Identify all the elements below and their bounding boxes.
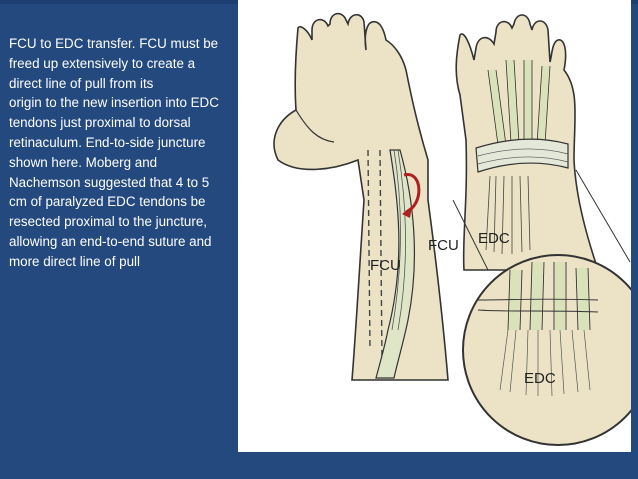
tendon-transfer-illustration: FCU FCU EDC EDC [238,0,638,452]
label-fcu-left: FCU [370,257,401,274]
label-edc-inset: EDC [524,370,556,387]
illustration-svg: FCU FCU EDC EDC [273,12,638,446]
right-arm-drawing [455,14,600,271]
inset-detail [452,169,638,446]
slide-body-text: FCU to EDC transfer. FCU must be freed u… [9,36,219,269]
left-arm-drawing [273,12,449,381]
label-fcu-right: FCU [428,237,459,254]
label-edc-top: EDC [478,230,510,247]
